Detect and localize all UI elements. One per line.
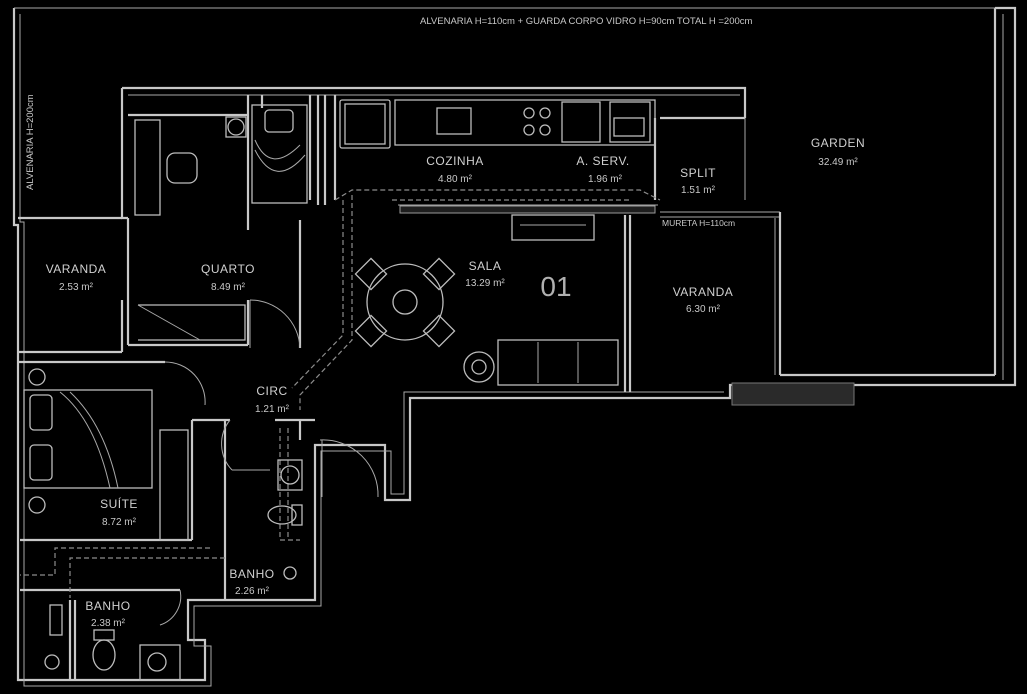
room-name-banho-social: BANHO (229, 567, 274, 581)
side-wall-note: ALVENARIA H=200cm (25, 94, 36, 190)
room-area-varanda-left: 2.53 m² (59, 282, 94, 293)
room-name-cozinha: COZINHA (426, 154, 484, 168)
doors (159, 299, 379, 626)
unit-number: 01 (540, 271, 571, 302)
room-name-area-servico: A. SERV. (576, 154, 629, 168)
mureta-note: MURETA H=110cm (662, 218, 735, 228)
room-name-sala: SALA (469, 259, 502, 273)
interior-walls (18, 86, 855, 680)
room-name-circ: CIRC (256, 384, 287, 398)
room-area-area-servico: 1.96 m² (588, 174, 623, 185)
room-area-circ: 1.21 m² (255, 404, 290, 415)
room-name-suite: SUÍTE (100, 496, 138, 511)
room-area-garden: 32.49 m² (818, 157, 858, 168)
room-area-sala: 13.29 m² (465, 278, 505, 289)
room-area-split: 1.51 m² (681, 185, 716, 196)
room-area-quarto: 8.49 m² (211, 282, 246, 293)
room-area-cozinha: 4.80 m² (438, 174, 473, 185)
room-name-varanda-right: VARANDA (673, 285, 734, 299)
dashed-lines (20, 189, 661, 598)
top-wall-note: ALVENARIA H=110cm + GUARDA CORPO VIDRO H… (420, 16, 753, 27)
room-name-banho-suite: BANHO (85, 599, 130, 613)
room-area-suite: 8.72 m² (102, 517, 137, 528)
room-name-split: SPLIT (680, 166, 716, 180)
room-area-banho-suite: 2.38 m² (91, 618, 126, 629)
room-name-varanda-left: VARANDA (46, 262, 107, 276)
outer-walls (12, 6, 1017, 687)
room-name-quarto: QUARTO (201, 262, 255, 276)
room-area-varanda-right: 6.30 m² (686, 304, 721, 315)
room-area-banho-social: 2.26 m² (235, 586, 270, 597)
room-name-garden: GARDEN (811, 136, 865, 150)
furniture (23, 99, 656, 681)
